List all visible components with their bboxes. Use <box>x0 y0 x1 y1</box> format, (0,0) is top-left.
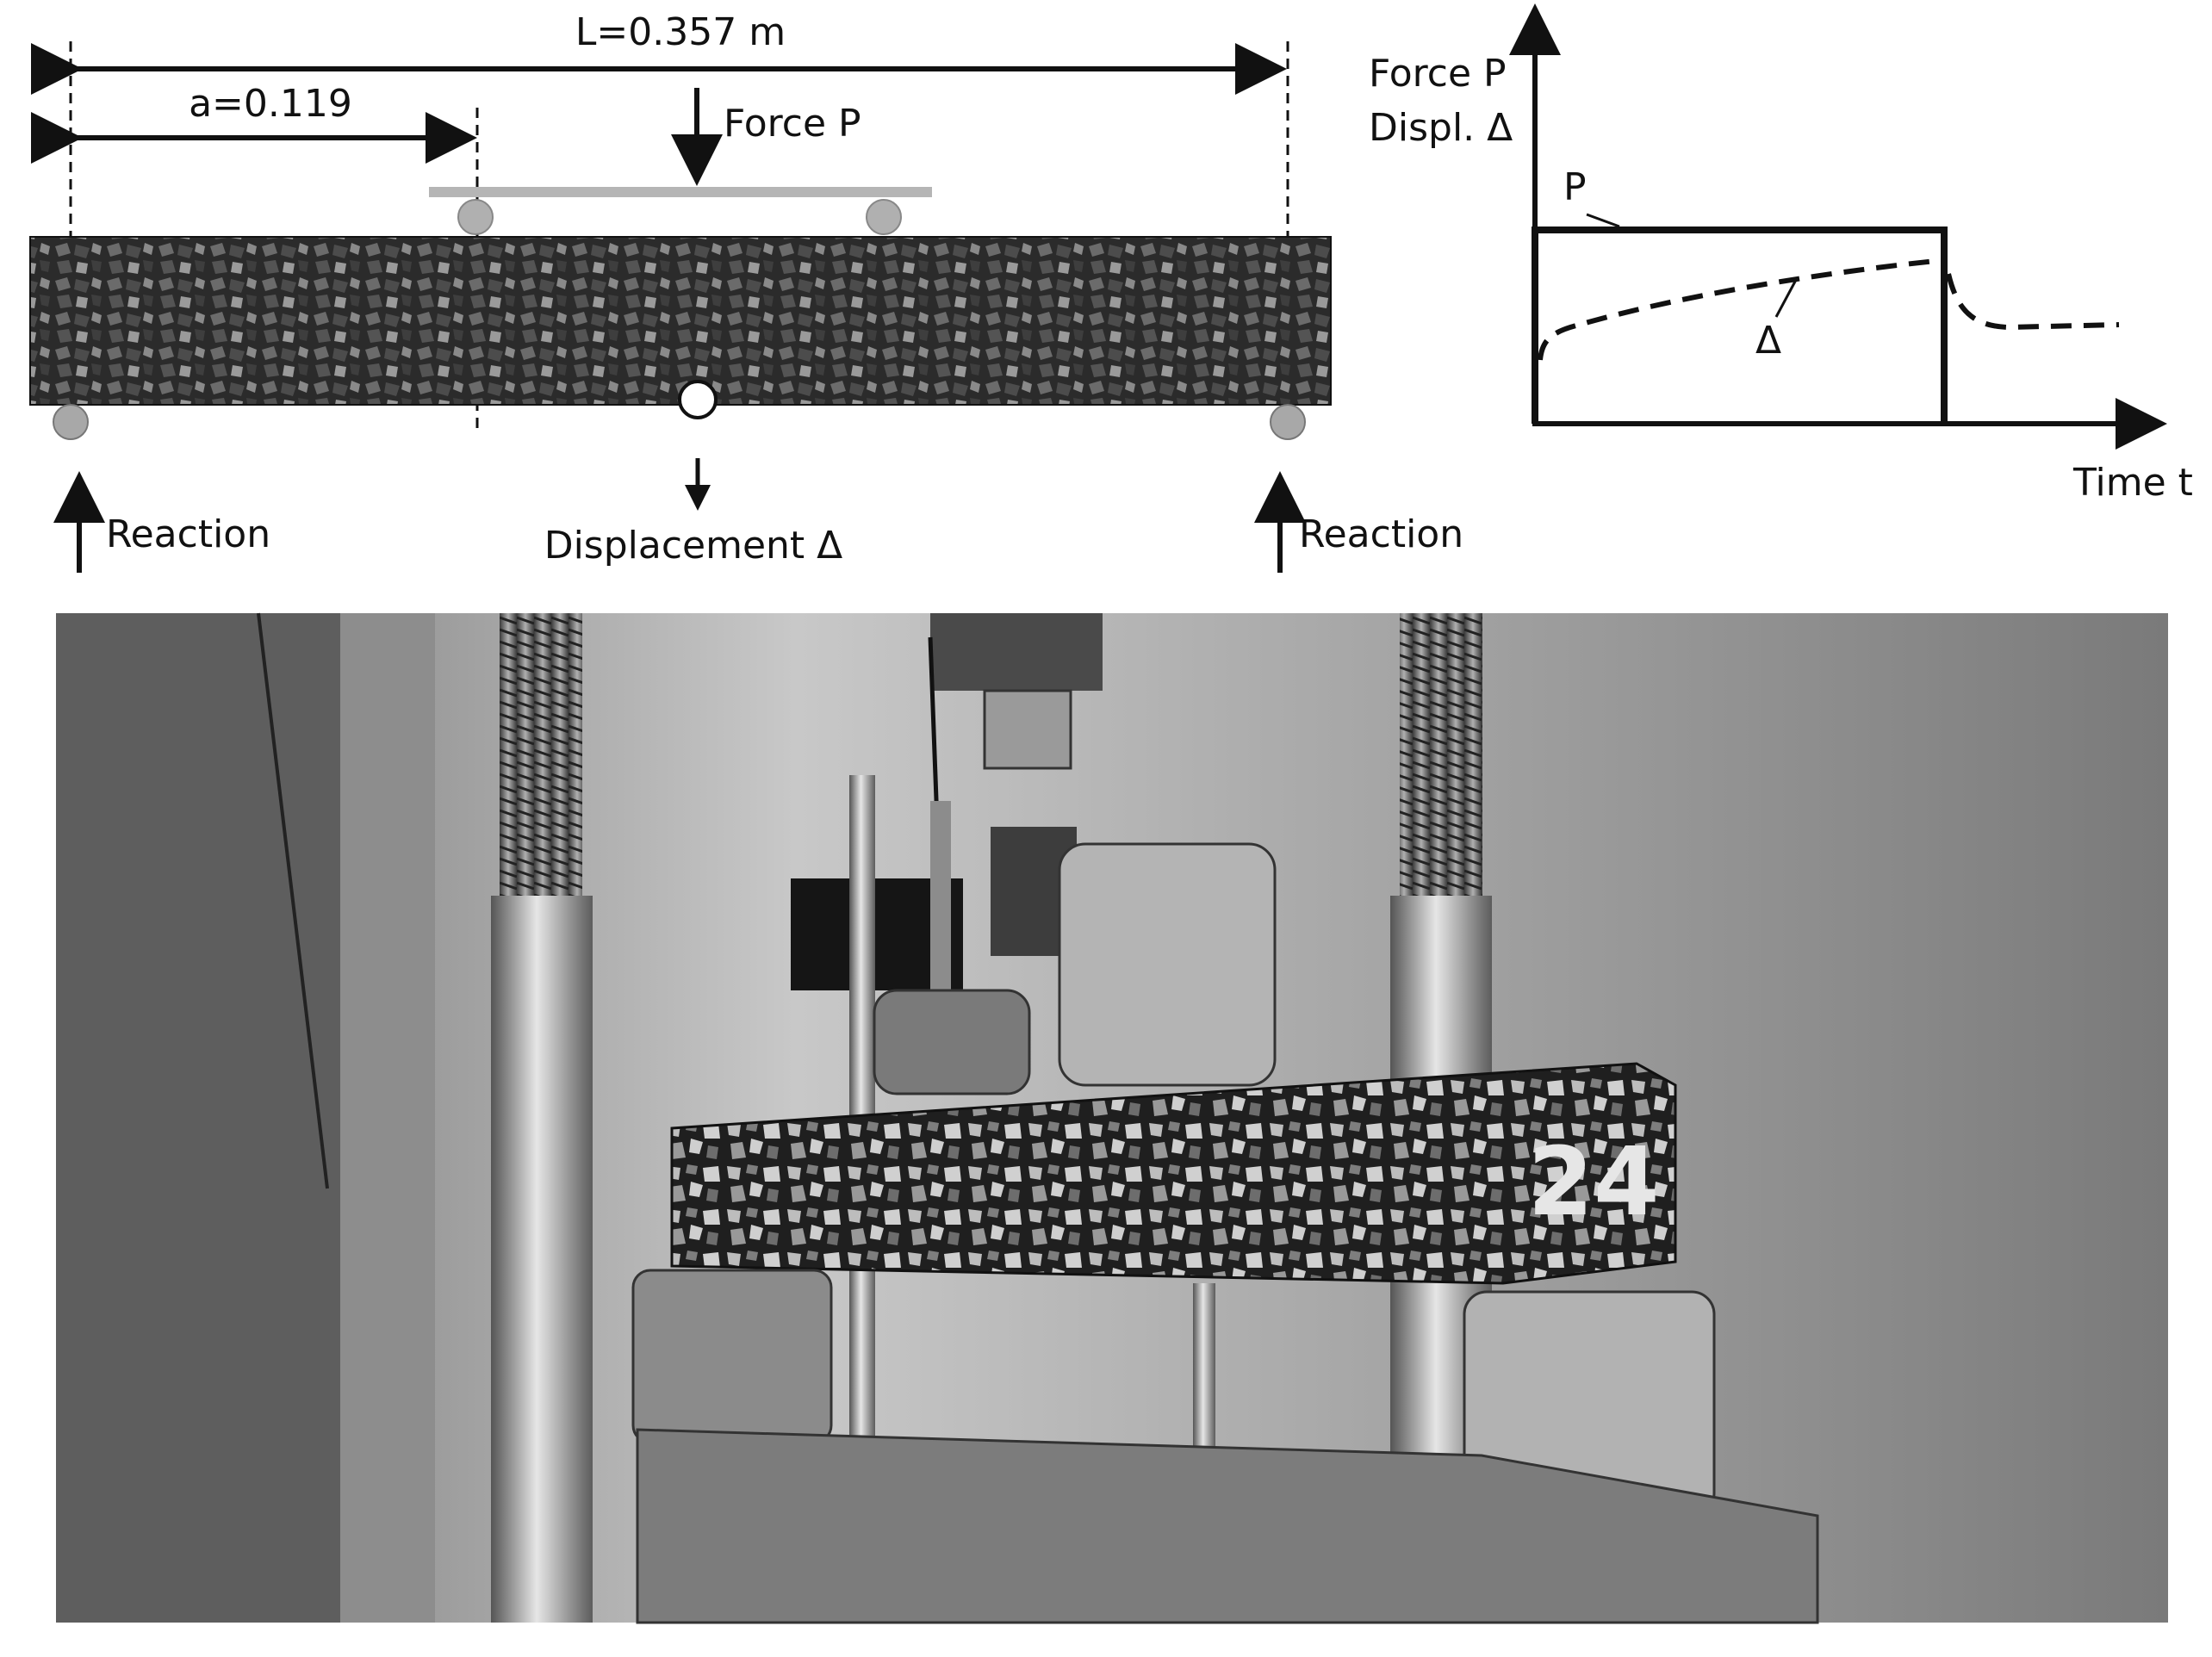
left-load-roller <box>457 199 494 235</box>
actuator-block <box>930 613 1103 691</box>
displacement-curve-label: Δ <box>1755 319 1781 363</box>
force-curve-label: P <box>1563 165 1587 209</box>
right-reaction-label: Reaction <box>1299 512 1463 556</box>
x-axis-label: Time t <box>2072 461 2193 505</box>
shear-span-label: a=0.119 <box>189 82 352 126</box>
displacement-label: Displacement Δ <box>544 524 843 568</box>
displacement-curve <box>1538 258 1945 361</box>
right-load-head <box>1058 842 1277 1087</box>
left-load-head <box>873 989 1031 1095</box>
left-threaded-rod <box>500 613 582 906</box>
displacement-recovery-curve <box>1946 273 2120 331</box>
left-wall-panel <box>56 613 340 1623</box>
right-load-roller <box>866 199 902 235</box>
displacement-gauge-point <box>678 380 718 419</box>
loading-bar <box>429 187 932 197</box>
load-cell <box>983 689 1072 770</box>
displacement-curve-leader <box>1774 279 1798 318</box>
left-reaction-label: Reaction <box>106 512 270 556</box>
force-curve <box>1532 227 1948 424</box>
right-threaded-rod <box>1400 613 1482 906</box>
right-support-roller <box>1270 404 1306 440</box>
beam-specimen <box>29 236 1332 406</box>
frame-rail <box>340 613 435 1623</box>
span-label: L=0.357 m <box>575 10 786 54</box>
creep-loading-chart: Force P Displ. Δ Time t P Δ <box>1369 3 2193 505</box>
load-label: Force P <box>724 102 861 146</box>
force-curve-leader <box>1586 213 1620 228</box>
left-column <box>491 896 593 1623</box>
left-bottom-support <box>631 1269 833 1444</box>
y-axis-label-line2: Displ. Δ <box>1369 106 1513 150</box>
y-axis-label-line1: Force P <box>1369 52 1507 96</box>
cable-left <box>257 612 329 1189</box>
base-plate <box>636 1428 1819 1624</box>
left-support-roller <box>53 404 89 440</box>
beam-schematic: L=0.357 m a=0.119 Force P Displacement Δ… <box>29 10 1463 573</box>
test-setup-photo: 24 <box>56 612 2168 1624</box>
asphalt-beam-specimen <box>670 1062 1677 1285</box>
specimen-number: 24 <box>1527 1126 1659 1237</box>
